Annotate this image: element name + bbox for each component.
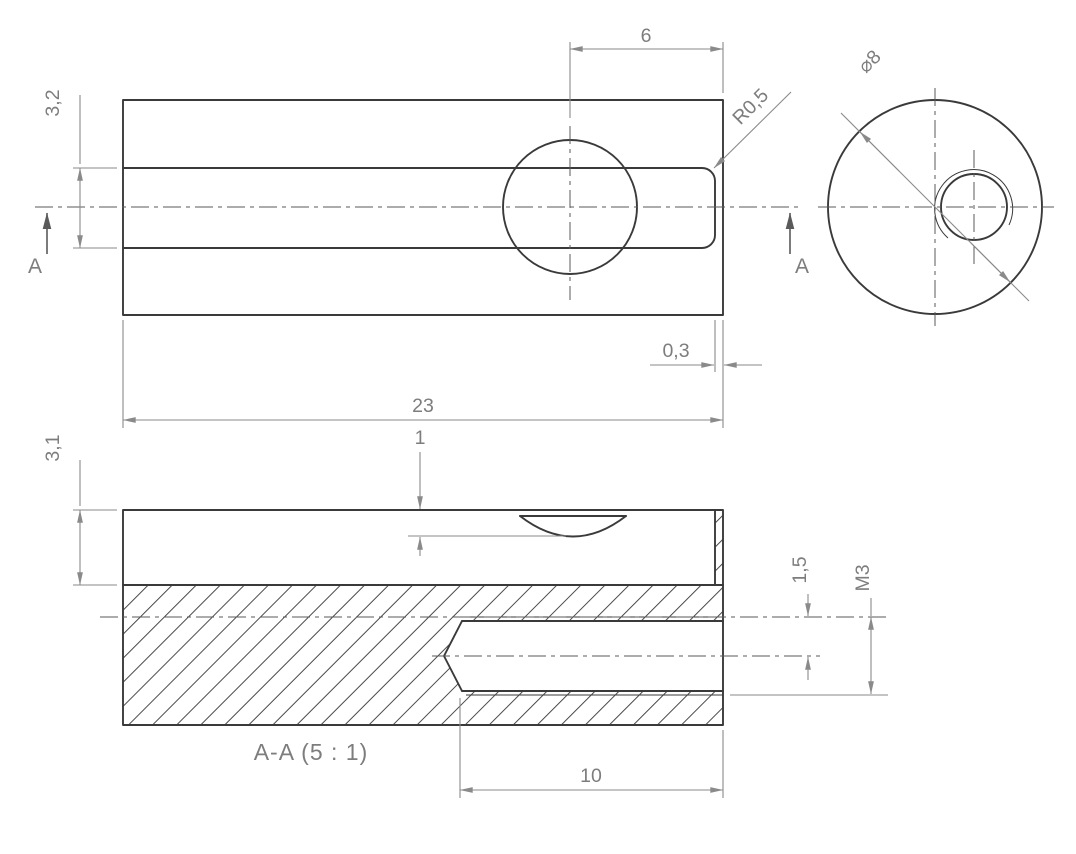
dim-thread: M3: [730, 564, 888, 696]
dim-bore: 3,2: [42, 89, 117, 249]
dim-slot-to-face: 6: [569, 25, 724, 118]
dim-length: 23: [122, 320, 724, 428]
section-label-right: A: [795, 255, 809, 278]
section-label-left: A: [28, 255, 42, 278]
dim-text-1-5: 1,5: [789, 556, 811, 583]
hatch-lower-region: [123, 585, 723, 725]
dim-text-23: 23: [412, 395, 434, 417]
dim-offset: 1,5: [789, 556, 811, 680]
dim-thread-depth: 10: [459, 698, 724, 798]
slot-floor-arc: [519, 515, 627, 538]
dim-depth-to-bore: 3,1: [42, 434, 117, 586]
dimension-arrow: [970, 242, 1011, 283]
dim-text-r0-5: R0,5: [728, 84, 773, 129]
dim-text-10: 10: [580, 765, 602, 787]
dim-text-0-3: 0,3: [662, 340, 689, 362]
dim-slot-depth: 1: [408, 427, 566, 556]
front-view: A A 6 3,2 R0,5 0,3: [28, 25, 809, 428]
dim-text-m3: M3: [852, 564, 874, 591]
dim-end-wall: 0,3: [650, 320, 762, 372]
dim-text-6: 6: [641, 25, 652, 47]
dim-text-dia8: ⌀8: [854, 46, 886, 78]
dimension-arrow: [859, 131, 900, 172]
dim-text-3-1: 3,1: [42, 434, 64, 461]
leader-line: [713, 91, 792, 169]
section-cut-left: A: [28, 212, 52, 278]
hatch-end-wall: [715, 511, 723, 585]
dim-fillet: R0,5: [713, 84, 792, 169]
end-view: ⌀8: [818, 46, 1054, 326]
section-cut-right: A: [785, 212, 809, 278]
bore-profile: [122, 167, 716, 249]
section-title: A-A (5 : 1): [254, 739, 369, 765]
dim-text-1: 1: [415, 427, 426, 449]
section-view: 3,1 1 1,5 M3 10 A-A (5 : 1): [42, 427, 888, 798]
dim-text-3-2: 3,2: [42, 89, 64, 116]
